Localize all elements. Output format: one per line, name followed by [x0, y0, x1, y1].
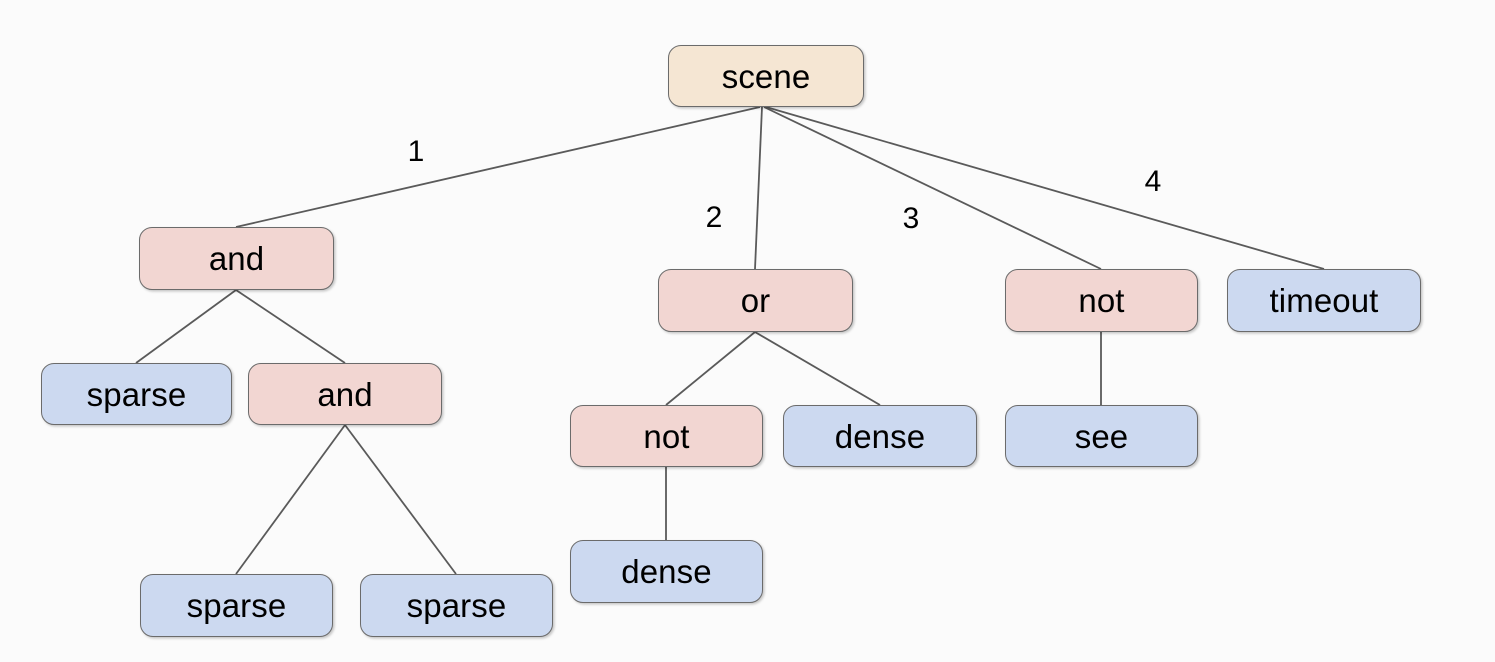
- tree-node-label: sparse: [406, 587, 507, 624]
- tree-node-timeout1[interactable]: timeout: [1227, 269, 1421, 332]
- tree-node-label: and: [208, 240, 265, 277]
- tree-node-label: scene: [721, 57, 811, 95]
- tree-node-see1[interactable]: see: [1005, 405, 1198, 467]
- tree-node-dense2[interactable]: dense: [570, 540, 763, 603]
- tree-edge: [235, 424, 346, 575]
- tree-edge: [235, 289, 346, 364]
- tree-edge: [765, 106, 1325, 270]
- tree-node-label: sparse: [86, 375, 187, 413]
- tree-node-not1[interactable]: not: [570, 405, 763, 467]
- tree-node-sparse3[interactable]: sparse: [360, 574, 553, 637]
- tree-node-label: or: [740, 282, 771, 319]
- tree-edge: [235, 106, 761, 228]
- tree-node-label: not: [1078, 282, 1125, 319]
- edge-label-2: 2: [705, 201, 723, 234]
- tree-node-sparse1[interactable]: sparse: [41, 363, 232, 425]
- tree-node-label: dense: [621, 553, 712, 590]
- edge-label-4: 4: [1144, 165, 1162, 198]
- tree-edge: [754, 331, 881, 406]
- tree-node-not2[interactable]: not: [1005, 269, 1198, 332]
- tree-node-and2[interactable]: and: [248, 363, 442, 425]
- tree-node-label: not: [643, 417, 690, 455]
- tree-node-label: timeout: [1269, 282, 1379, 319]
- tree-node-label: sparse: [186, 587, 287, 624]
- tree-node-label: and: [317, 375, 373, 413]
- tree-node-label: dense: [834, 417, 926, 455]
- edge-label-3: 3: [902, 202, 920, 235]
- tree-edge: [754, 106, 763, 270]
- tree-edge: [763, 106, 1102, 270]
- tree-edge: [135, 289, 237, 364]
- tree-node-scene[interactable]: scene: [668, 45, 864, 107]
- tree-node-sparse2[interactable]: sparse: [140, 574, 333, 637]
- edge-label-1: 1: [407, 135, 425, 168]
- tree-edge: [665, 331, 756, 406]
- tree-node-dense1[interactable]: dense: [783, 405, 977, 467]
- tree-node-label: see: [1074, 417, 1129, 455]
- tree-node-or1[interactable]: or: [658, 269, 853, 332]
- tree-edge: [344, 424, 457, 575]
- tree-node-and1[interactable]: and: [139, 227, 334, 290]
